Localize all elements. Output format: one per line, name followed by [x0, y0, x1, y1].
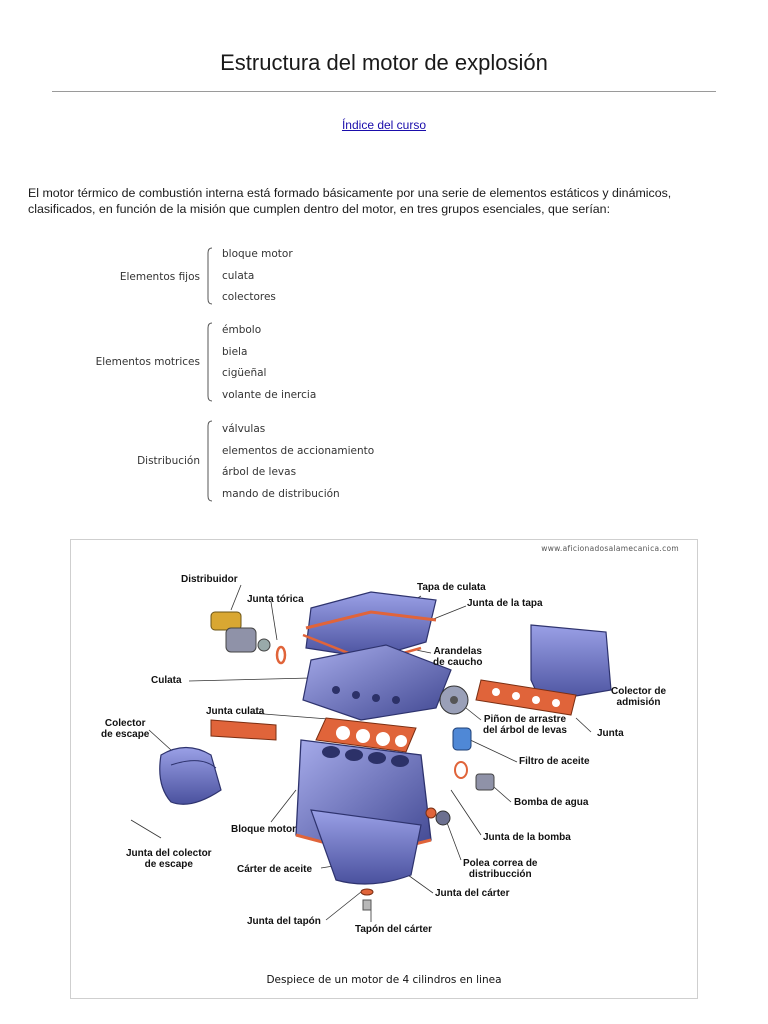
label-junta-culata: Junta culata [206, 706, 264, 717]
intro-paragraph: El motor térmico de combustión interna e… [28, 185, 728, 217]
brace-icon [205, 420, 213, 502]
label-bomba-agua: Bomba de agua [514, 797, 588, 808]
list-item: árbol de levas [222, 466, 296, 478]
list-item: cigüeñal [222, 367, 266, 379]
page-title: Estructura del motor de explosión [0, 50, 768, 76]
course-index-link[interactable]: Índice del curso [0, 118, 768, 132]
brace-icon [205, 247, 213, 305]
label-distribuidor: Distribuidor [181, 574, 238, 585]
list-item: volante de inercia [222, 389, 316, 401]
list-item: colectores [222, 291, 276, 303]
label-junta-tapa: Junta de la tapa [467, 598, 543, 609]
list-item: mando de distribución [222, 488, 340, 500]
label-colector-escape: Colector de escape [101, 718, 149, 740]
group-label: Elementos fijos [120, 271, 200, 283]
label-junta-bomba: Junta de la bomba [483, 832, 571, 843]
figure-caption: Despiece de un motor de 4 cilindros en l… [71, 974, 697, 986]
brace-icon [205, 322, 213, 402]
list-item: elementos de accionamiento [222, 445, 374, 457]
label-pinon: Piñon de arrastre del árbol de levas [483, 714, 567, 736]
group-label: Distribución [137, 455, 200, 467]
label-bloque-motor: Bloque motor [231, 824, 296, 835]
label-culata: Culata [151, 675, 182, 686]
label-filtro: Filtro de aceite [519, 756, 590, 767]
list-item: válvulas [222, 423, 265, 435]
list-item: culata [222, 270, 254, 282]
label-junta: Junta [597, 728, 624, 739]
engine-exploded-diagram: www.aficionadosalamecanica.com [70, 539, 698, 999]
label-junta-colector-escape: Junta del colector de escape [126, 848, 212, 870]
list-item: émbolo [222, 324, 261, 336]
label-polea: Polea correa de distribucción [463, 858, 537, 880]
title-divider [52, 91, 716, 92]
label-arandelas: Arandelas de caucho [433, 646, 482, 668]
label-tapa-culata: Tapa de culata [417, 582, 486, 593]
distributor-part [211, 612, 270, 652]
label-junta-torica: Junta tórica [247, 594, 304, 605]
label-carter-aceite: Cárter de aceite [237, 864, 312, 875]
group-label: Elementos motrices [96, 356, 200, 368]
label-junta-tapon: Junta del tapón [247, 916, 321, 927]
label-colector-admision: Colector de admisión [611, 686, 666, 708]
list-item: biela [222, 346, 247, 358]
list-item: bloque motor [222, 248, 293, 260]
label-tapon-carter: Tapón del cárter [355, 924, 432, 935]
label-junta-carter: Junta del cárter [435, 888, 509, 899]
